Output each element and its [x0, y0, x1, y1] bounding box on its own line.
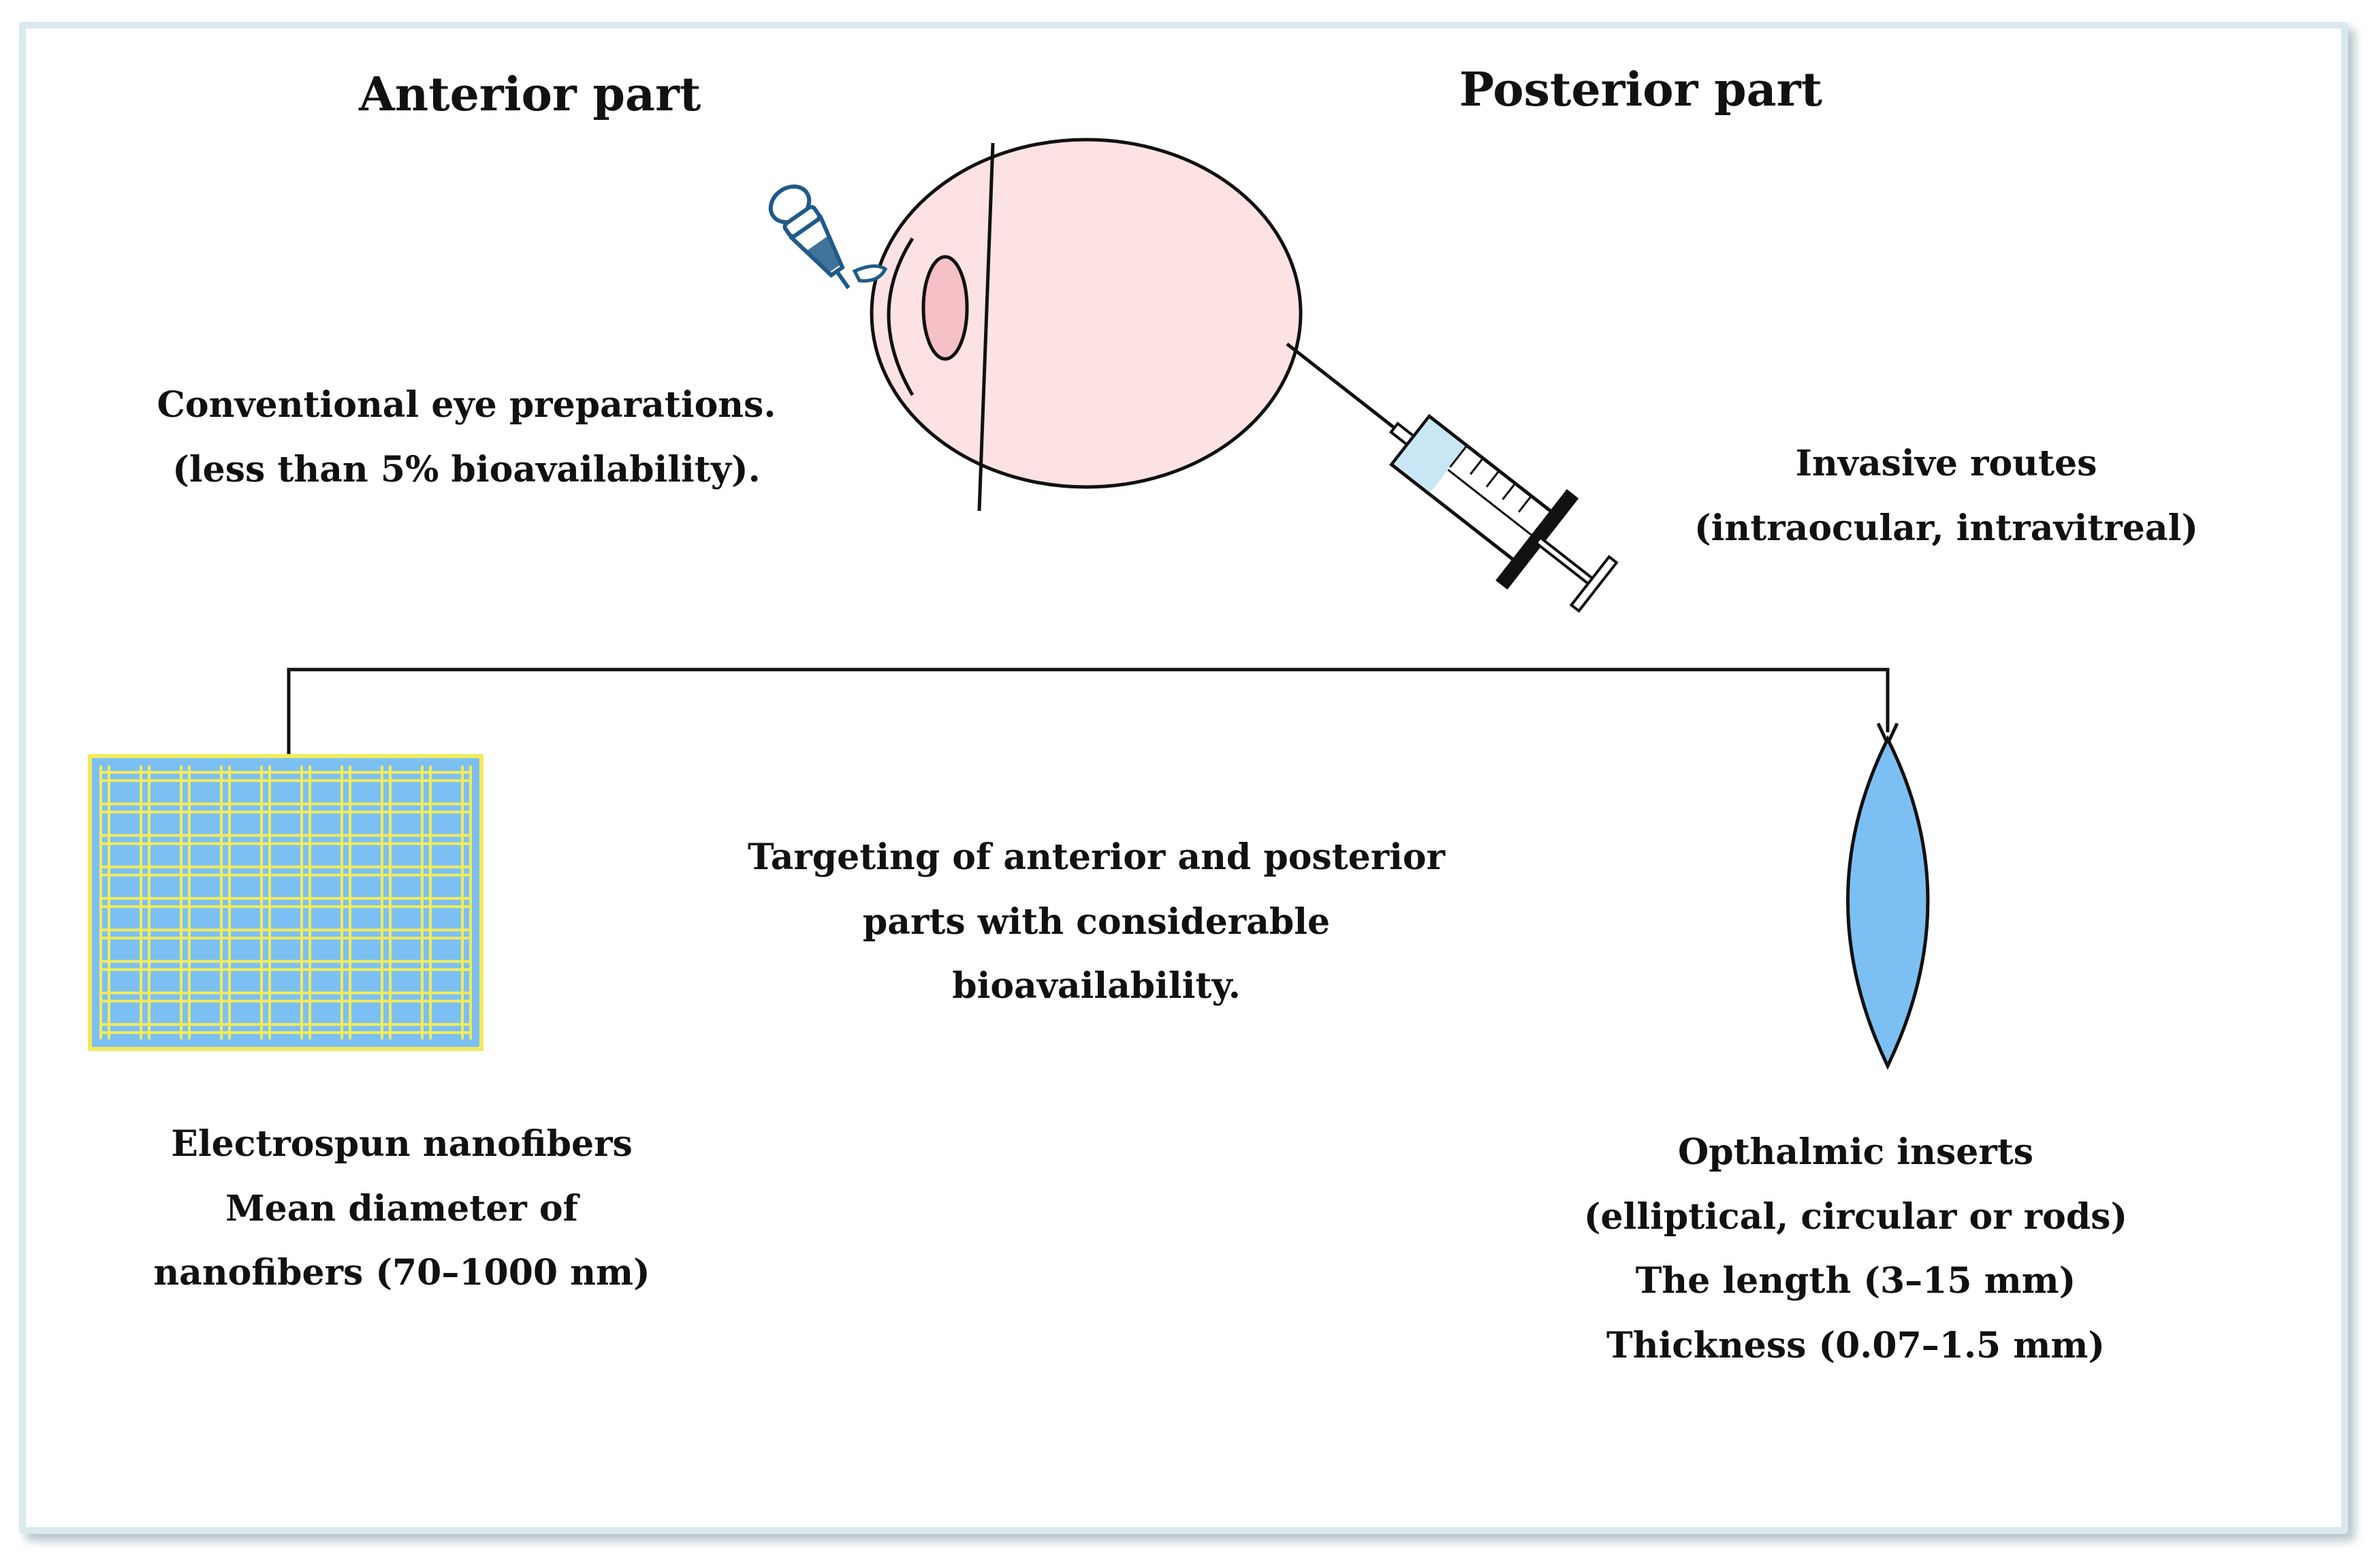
inserts-line-3: The length (3–15 mm) [1635, 1260, 2076, 1302]
cornea [887, 237, 915, 396]
eyeball [870, 138, 1303, 512]
eye-globe [870, 138, 1303, 489]
nanofibers-line-1: Electrospun nanofibers [171, 1123, 633, 1165]
inserts-line-2: (elliptical, circular or rods) [1583, 1195, 2128, 1238]
ophthalmic-insert-icon [1846, 735, 1930, 1070]
targeting-line-2: parts with considerable [862, 900, 1331, 943]
nanofiber-mesh-icon [88, 754, 483, 1051]
inserts-line-1: Opthalmic inserts [1677, 1131, 2034, 1173]
targeting-line-1: Targeting of anterior and posterior [747, 836, 1445, 878]
eye-dropper-icon [768, 184, 851, 289]
invasive-line-1: Invasive routes [1795, 443, 2097, 484]
inserts-text: Opthalmic inserts (elliptical, circular … [1485, 1120, 2227, 1379]
posterior-heading: Posterior part [1459, 63, 1822, 117]
lens-iris [921, 255, 969, 361]
nanofibers-line-2: Mean diameter of [225, 1187, 578, 1229]
conventional-text: Conventional eye preparations. (less tha… [78, 373, 855, 502]
eye-drop-icon [852, 264, 888, 283]
invasive-text: Invasive routes (intraocular, intravitre… [1626, 432, 2266, 561]
nanofibers-text: Electrospun nanofibers Mean diameter of … [75, 1112, 729, 1306]
invasive-line-2: (intraocular, intravitreal) [1694, 507, 2198, 549]
anterior-posterior-divider [977, 142, 995, 512]
nanofibers-line-3: nanofibers (70–1000 nm) [153, 1252, 650, 1294]
inserts-line-4: Thickness (0.07–1.5 mm) [1606, 1324, 2105, 1366]
targeting-line-3: bioavailability. [952, 965, 1241, 1007]
syringe-icon [1286, 343, 1619, 613]
connector-arrow [287, 668, 1899, 756]
targeting-text: Targeting of anterior and posterior part… [654, 826, 1539, 1019]
conventional-line-1: Conventional eye preparations. [157, 384, 776, 426]
anterior-heading: Anterior part [359, 67, 701, 122]
conventional-line-2: (less than 5% bioavailability). [172, 448, 761, 490]
